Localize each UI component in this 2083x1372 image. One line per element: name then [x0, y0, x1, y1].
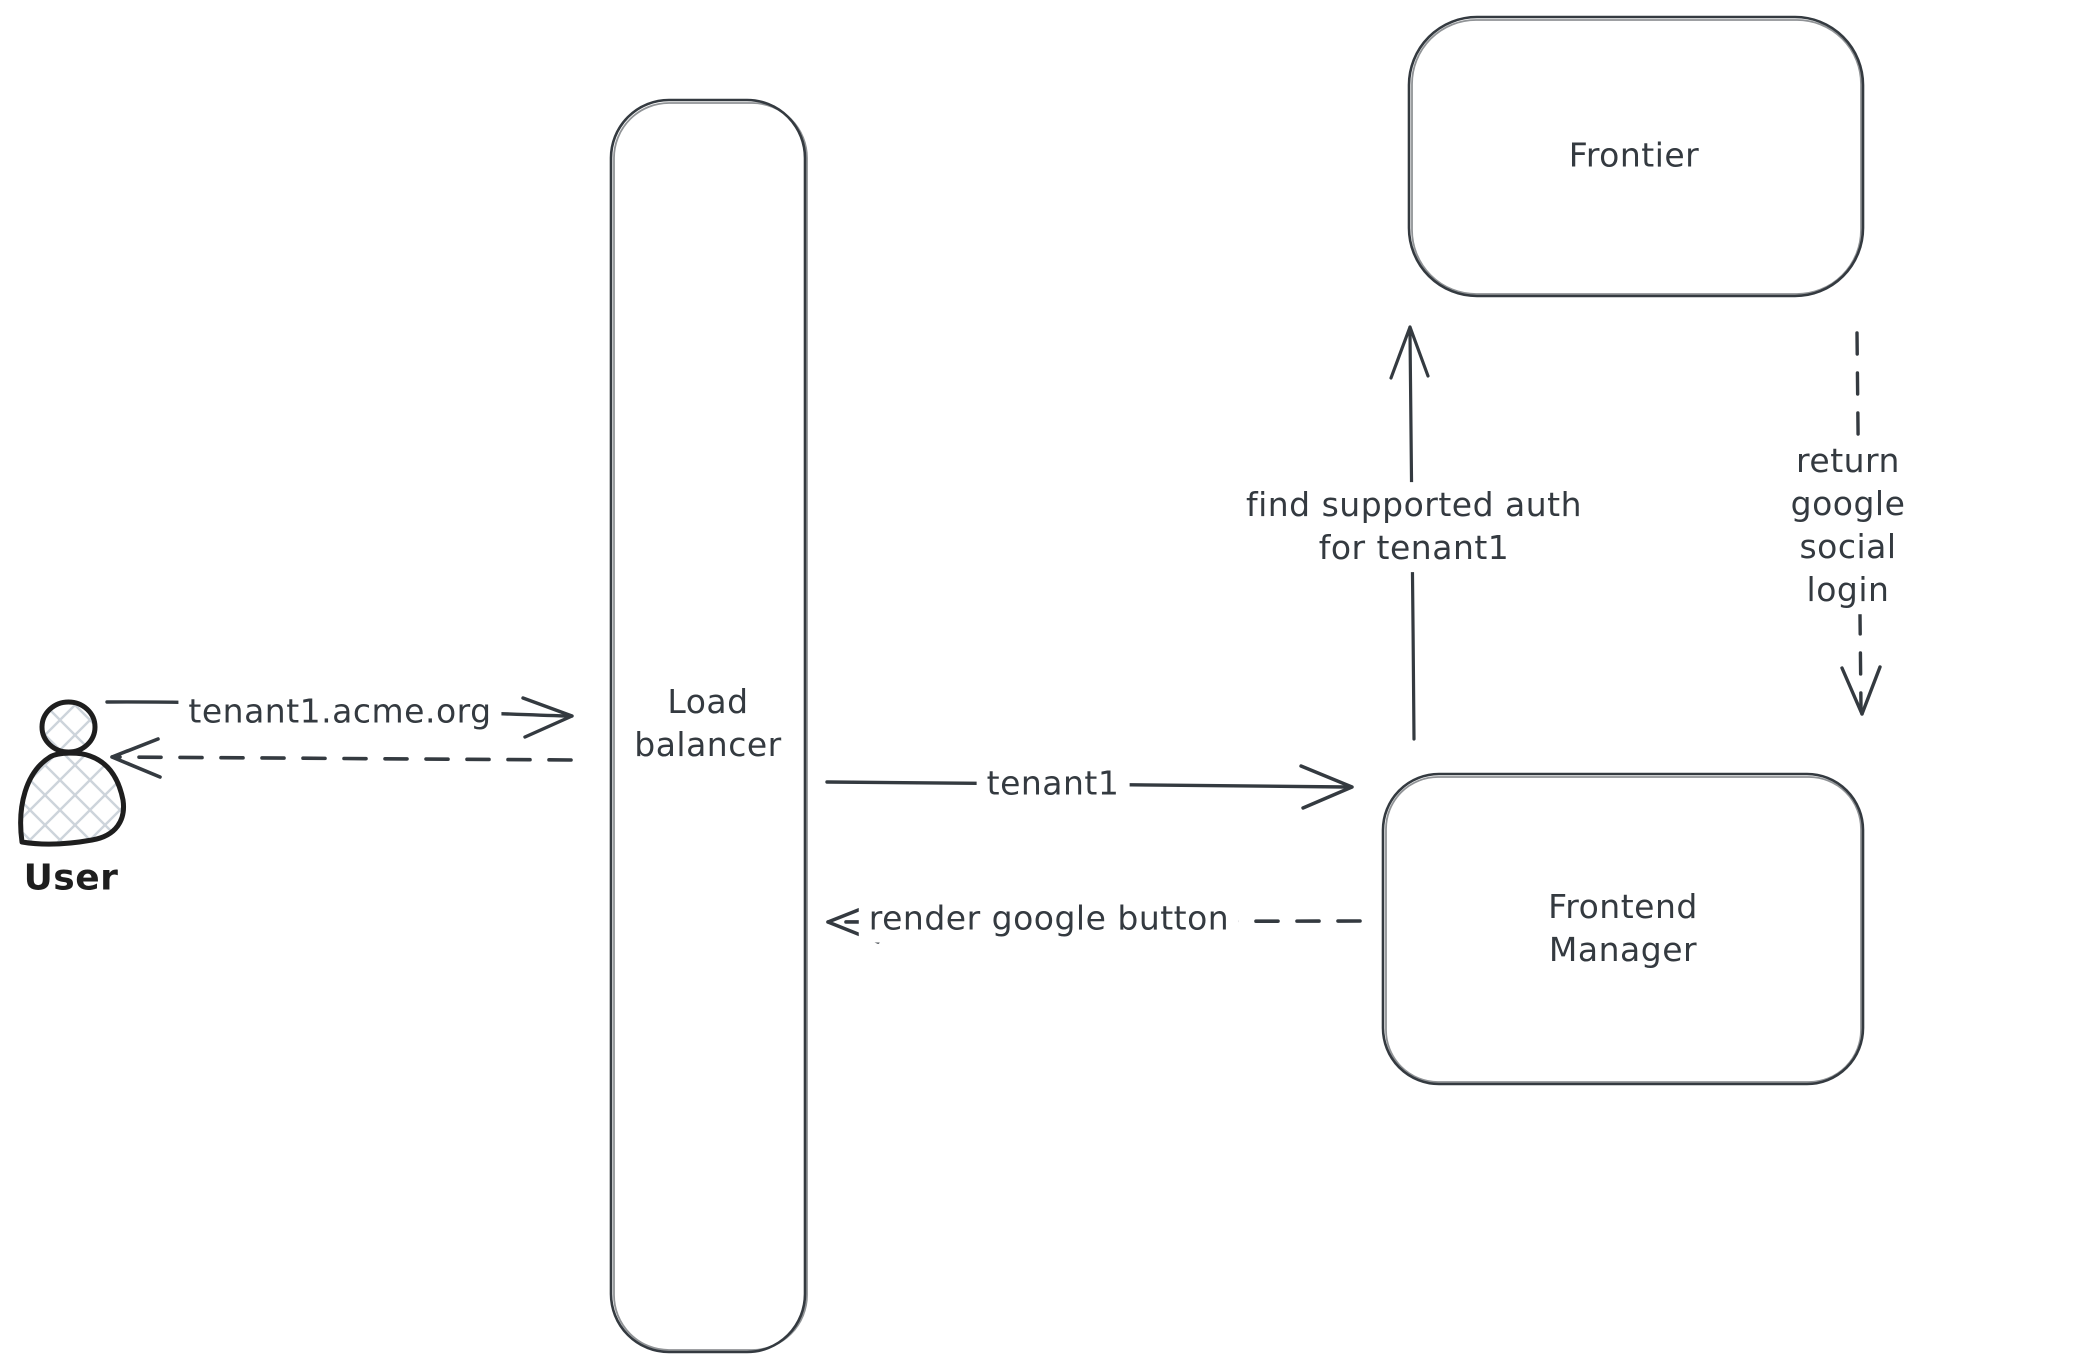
- edge-frontier-to-frontend-manager: [1840, 331, 1882, 716]
- frontend-manager-box: [1381, 772, 1865, 1086]
- user-head-shape: [39, 699, 98, 755]
- frontier-label: Frontier: [1568, 135, 1700, 175]
- edge-label-tenant1: tenant1: [976, 760, 1130, 808]
- user-body-shape: [18, 750, 127, 847]
- edge-label-tenant1-acme-org: tenant1.acme.org: [178, 688, 502, 736]
- edge-label-return-google-social-login: return google social login: [1730, 438, 1966, 614]
- edge-label-find-supported-auth: find supported auth for tenant1: [1235, 482, 1593, 572]
- edge-load-balancer-to-user: [110, 737, 573, 779]
- edge-label-render-google-button: render google button: [858, 895, 1240, 943]
- user-label: User: [23, 857, 119, 899]
- user-icon: [18, 699, 127, 847]
- frontend-manager-label: Frontend Manager: [1548, 887, 1698, 969]
- frontier-box: [1407, 15, 1865, 298]
- load-balancer-box: [609, 98, 808, 1354]
- load-balancer-label: Load balancer: [634, 682, 782, 764]
